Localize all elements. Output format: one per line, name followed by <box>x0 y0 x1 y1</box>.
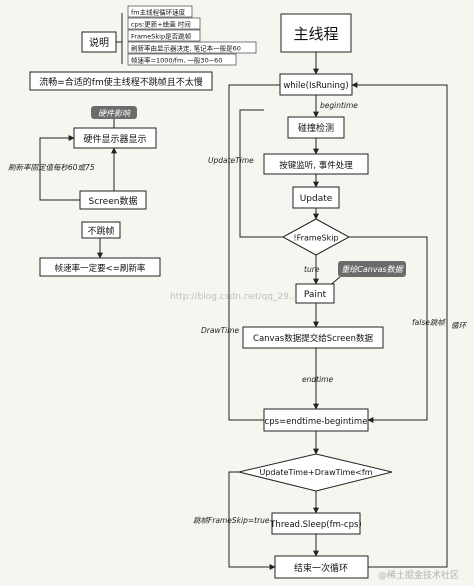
screen-node-text: Screen数据 <box>89 195 138 207</box>
submit-node <box>242 326 384 349</box>
legend-note-box <box>29 71 213 91</box>
paint-node-text: Paint <box>304 290 327 300</box>
loop-node-text: while(IsRuning) <box>283 81 348 91</box>
legend-item: fm主线程循环速度 <box>131 8 186 17</box>
label-update-time: UpdateTime <box>208 156 254 165</box>
compare-decision-text: UpdateTime+DrawTime<fm <box>259 468 372 477</box>
label-begintime: begintime <box>320 101 358 110</box>
collision-node-text: 碰撞检测 <box>298 122 334 134</box>
paint-callout-text: 重绘Canvas数据 <box>341 265 403 274</box>
watermark-corner: @稀土掘金技术社区 <box>378 571 460 581</box>
display-node-text: 硬件显示器显示 <box>83 133 146 145</box>
hardware-callout-text: 硬件影响 <box>98 109 131 118</box>
legend: 说明 fm主线程循环速度 cps:更新+绘画 时间 FrameSkip是否跳帧 … <box>29 5 257 91</box>
submit-node-text: Canvas数据提交给Screen数据 <box>253 333 373 344</box>
legend-item: cps:更新+绘画 时间 <box>131 20 191 29</box>
label-loop-back: 循环 <box>451 321 467 330</box>
label-true: ture <box>304 265 320 274</box>
rate-rule-node <box>39 257 161 277</box>
watermark-mid: http://blog.csdn.net/qq_29... <box>170 292 298 302</box>
legend-item-box <box>127 53 237 66</box>
legend-item: FrameSkip是否跳帧 <box>131 32 192 41</box>
legend-item: 刷新率由显示器决定, 笔记本一般是60 <box>131 44 241 53</box>
update-node <box>292 186 340 209</box>
left-flow: 硬件影响 硬件显示器显示 刷新率固定值每秒60或75 Screen数据 不跳帧 … <box>8 106 161 277</box>
edge-refresh-loop <box>39 135 80 201</box>
edge-draw-time-bracket <box>228 84 280 421</box>
skip-decision <box>281 218 351 256</box>
skip-decision-text: !FrameSkip <box>293 234 338 243</box>
display-node <box>73 127 157 149</box>
legend-note: 流畅=合适的fm使主线程不跳帧且不太慢 <box>39 76 202 88</box>
legend-item: 帧速率=1000/fm, 一般30~60 <box>131 56 222 65</box>
legend-item-box <box>127 41 257 54</box>
edge-skip-true <box>228 471 276 570</box>
label-false-skip: false跳帧 <box>412 318 446 327</box>
label-draw-time: DrawTime <box>201 326 240 335</box>
legend-items: fm主线程循环速度 cps:更新+绘画 时间 FrameSkip是否跳帧 刷新率… <box>127 5 257 66</box>
edge-false-skip <box>349 236 428 423</box>
cps-node <box>263 408 369 432</box>
screen-node <box>79 190 147 210</box>
main-title-text: 主线程 <box>293 25 338 43</box>
edge-update-time-bracket <box>239 109 283 238</box>
no-skip-node-text: 不跳帧 <box>87 225 114 237</box>
collision-node <box>287 116 345 139</box>
legend-item-box <box>127 17 201 30</box>
no-skip-node <box>81 221 121 239</box>
edge-loop-back <box>351 82 448 568</box>
loop-node <box>279 73 353 96</box>
legend-item-box <box>127 29 201 42</box>
update-node-text: Update <box>300 194 333 204</box>
edges <box>39 52 448 570</box>
sleep-node-text: Thread.Sleep(fm-cps) <box>269 520 362 530</box>
end-node <box>274 555 369 579</box>
end-node-text: 结束一次循环 <box>294 562 348 574</box>
paint-callout <box>338 261 406 277</box>
legend-title: 说明 <box>89 36 109 49</box>
rate-rule-node-text: 帧速率一定要<=刷新率 <box>55 263 146 274</box>
input-node-text: 按键监听, 事件处理 <box>279 160 353 171</box>
sleep-node <box>271 512 361 535</box>
input-node <box>263 153 369 175</box>
main-title-node <box>280 13 352 53</box>
hardware-callout <box>91 106 137 119</box>
refresh-label: 刷新率固定值每秒60或75 <box>8 163 95 172</box>
legend-item-box <box>127 5 193 18</box>
cps-node-text: cps=endtime-begintime <box>265 417 368 427</box>
edge-labels: begintime UpdateTime ture DrawTime endti… <box>193 101 467 525</box>
label-endtime: endtime <box>302 375 333 384</box>
compare-decision <box>238 453 393 492</box>
main-flow: 主线程 while(IsRuning) 碰撞检测 按键监听, 事件处理 Upda… <box>238 13 406 579</box>
paint-node <box>295 283 335 304</box>
label-skip-true: 跳帧FrameSkip=true <box>193 516 270 525</box>
